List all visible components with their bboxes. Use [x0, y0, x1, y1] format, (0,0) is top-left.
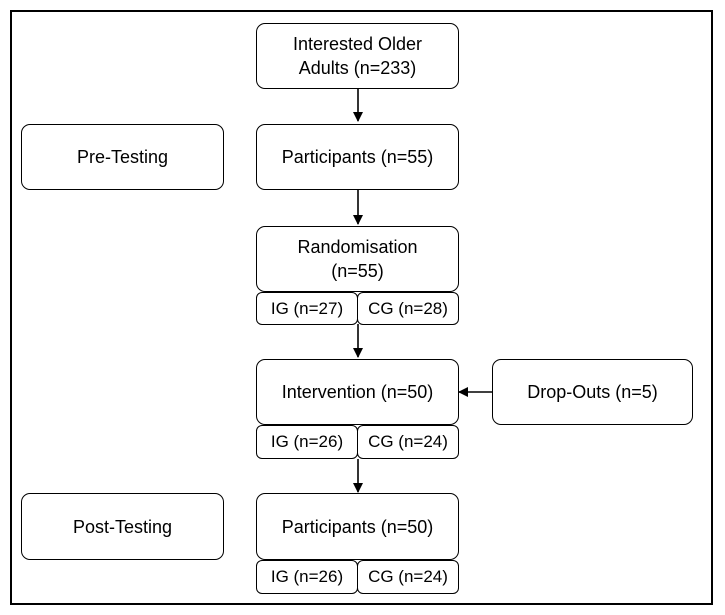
randomisation-ig-label: IG (n=27)	[270, 298, 344, 318]
intervention-cg-label: CG (n=24)	[368, 432, 448, 451]
randomisation-ig-box: IG (n=27)	[256, 292, 358, 325]
pre-testing-box: Pre-Testing	[21, 124, 224, 190]
post-testing-label: Post-Testing	[72, 516, 173, 537]
randomisation-cg-label: CG (n=28)	[368, 298, 448, 318]
intervention-cg-box: CG (n=24)	[357, 425, 459, 459]
recruitment-box: Interested Older Adults (n=233)	[256, 23, 459, 89]
intervention-box: Intervention (n=50)	[256, 359, 459, 425]
participants-post-box: Participants (n=50)	[256, 493, 459, 560]
participants-post-label: Participants (n=50)	[281, 516, 434, 537]
post-testing-box: Post-Testing	[21, 493, 224, 560]
intervention-label: Intervention (n=50)	[281, 382, 434, 402]
dropouts-label: Drop-Outs (n=5)	[527, 382, 658, 402]
participants-pre-box: Participants (n=55)	[256, 124, 459, 190]
dropouts-box: Drop-Outs (n=5)	[492, 359, 693, 425]
randomisation-cg-box: CG (n=28)	[357, 292, 459, 325]
randomisation-box: Randomisation (n=55)	[256, 226, 459, 292]
participants-pre-label: Participants (n=55)	[281, 147, 434, 167]
post-ig-label: IG (n=26)	[270, 567, 344, 586]
post-cg-box: CG (n=24)	[357, 560, 459, 594]
pre-testing-label: Pre-Testing	[76, 147, 169, 167]
post-cg-label: CG (n=24)	[368, 567, 448, 586]
diagram-frame	[10, 10, 713, 605]
post-ig-box: IG (n=26)	[256, 560, 358, 594]
intervention-ig-label: IG (n=26)	[270, 432, 344, 451]
intervention-ig-box: IG (n=26)	[256, 425, 358, 459]
randomisation-label: Randomisation (n=55)	[297, 237, 418, 281]
recruitment-label: Interested Older Adults (n=233)	[292, 34, 423, 78]
